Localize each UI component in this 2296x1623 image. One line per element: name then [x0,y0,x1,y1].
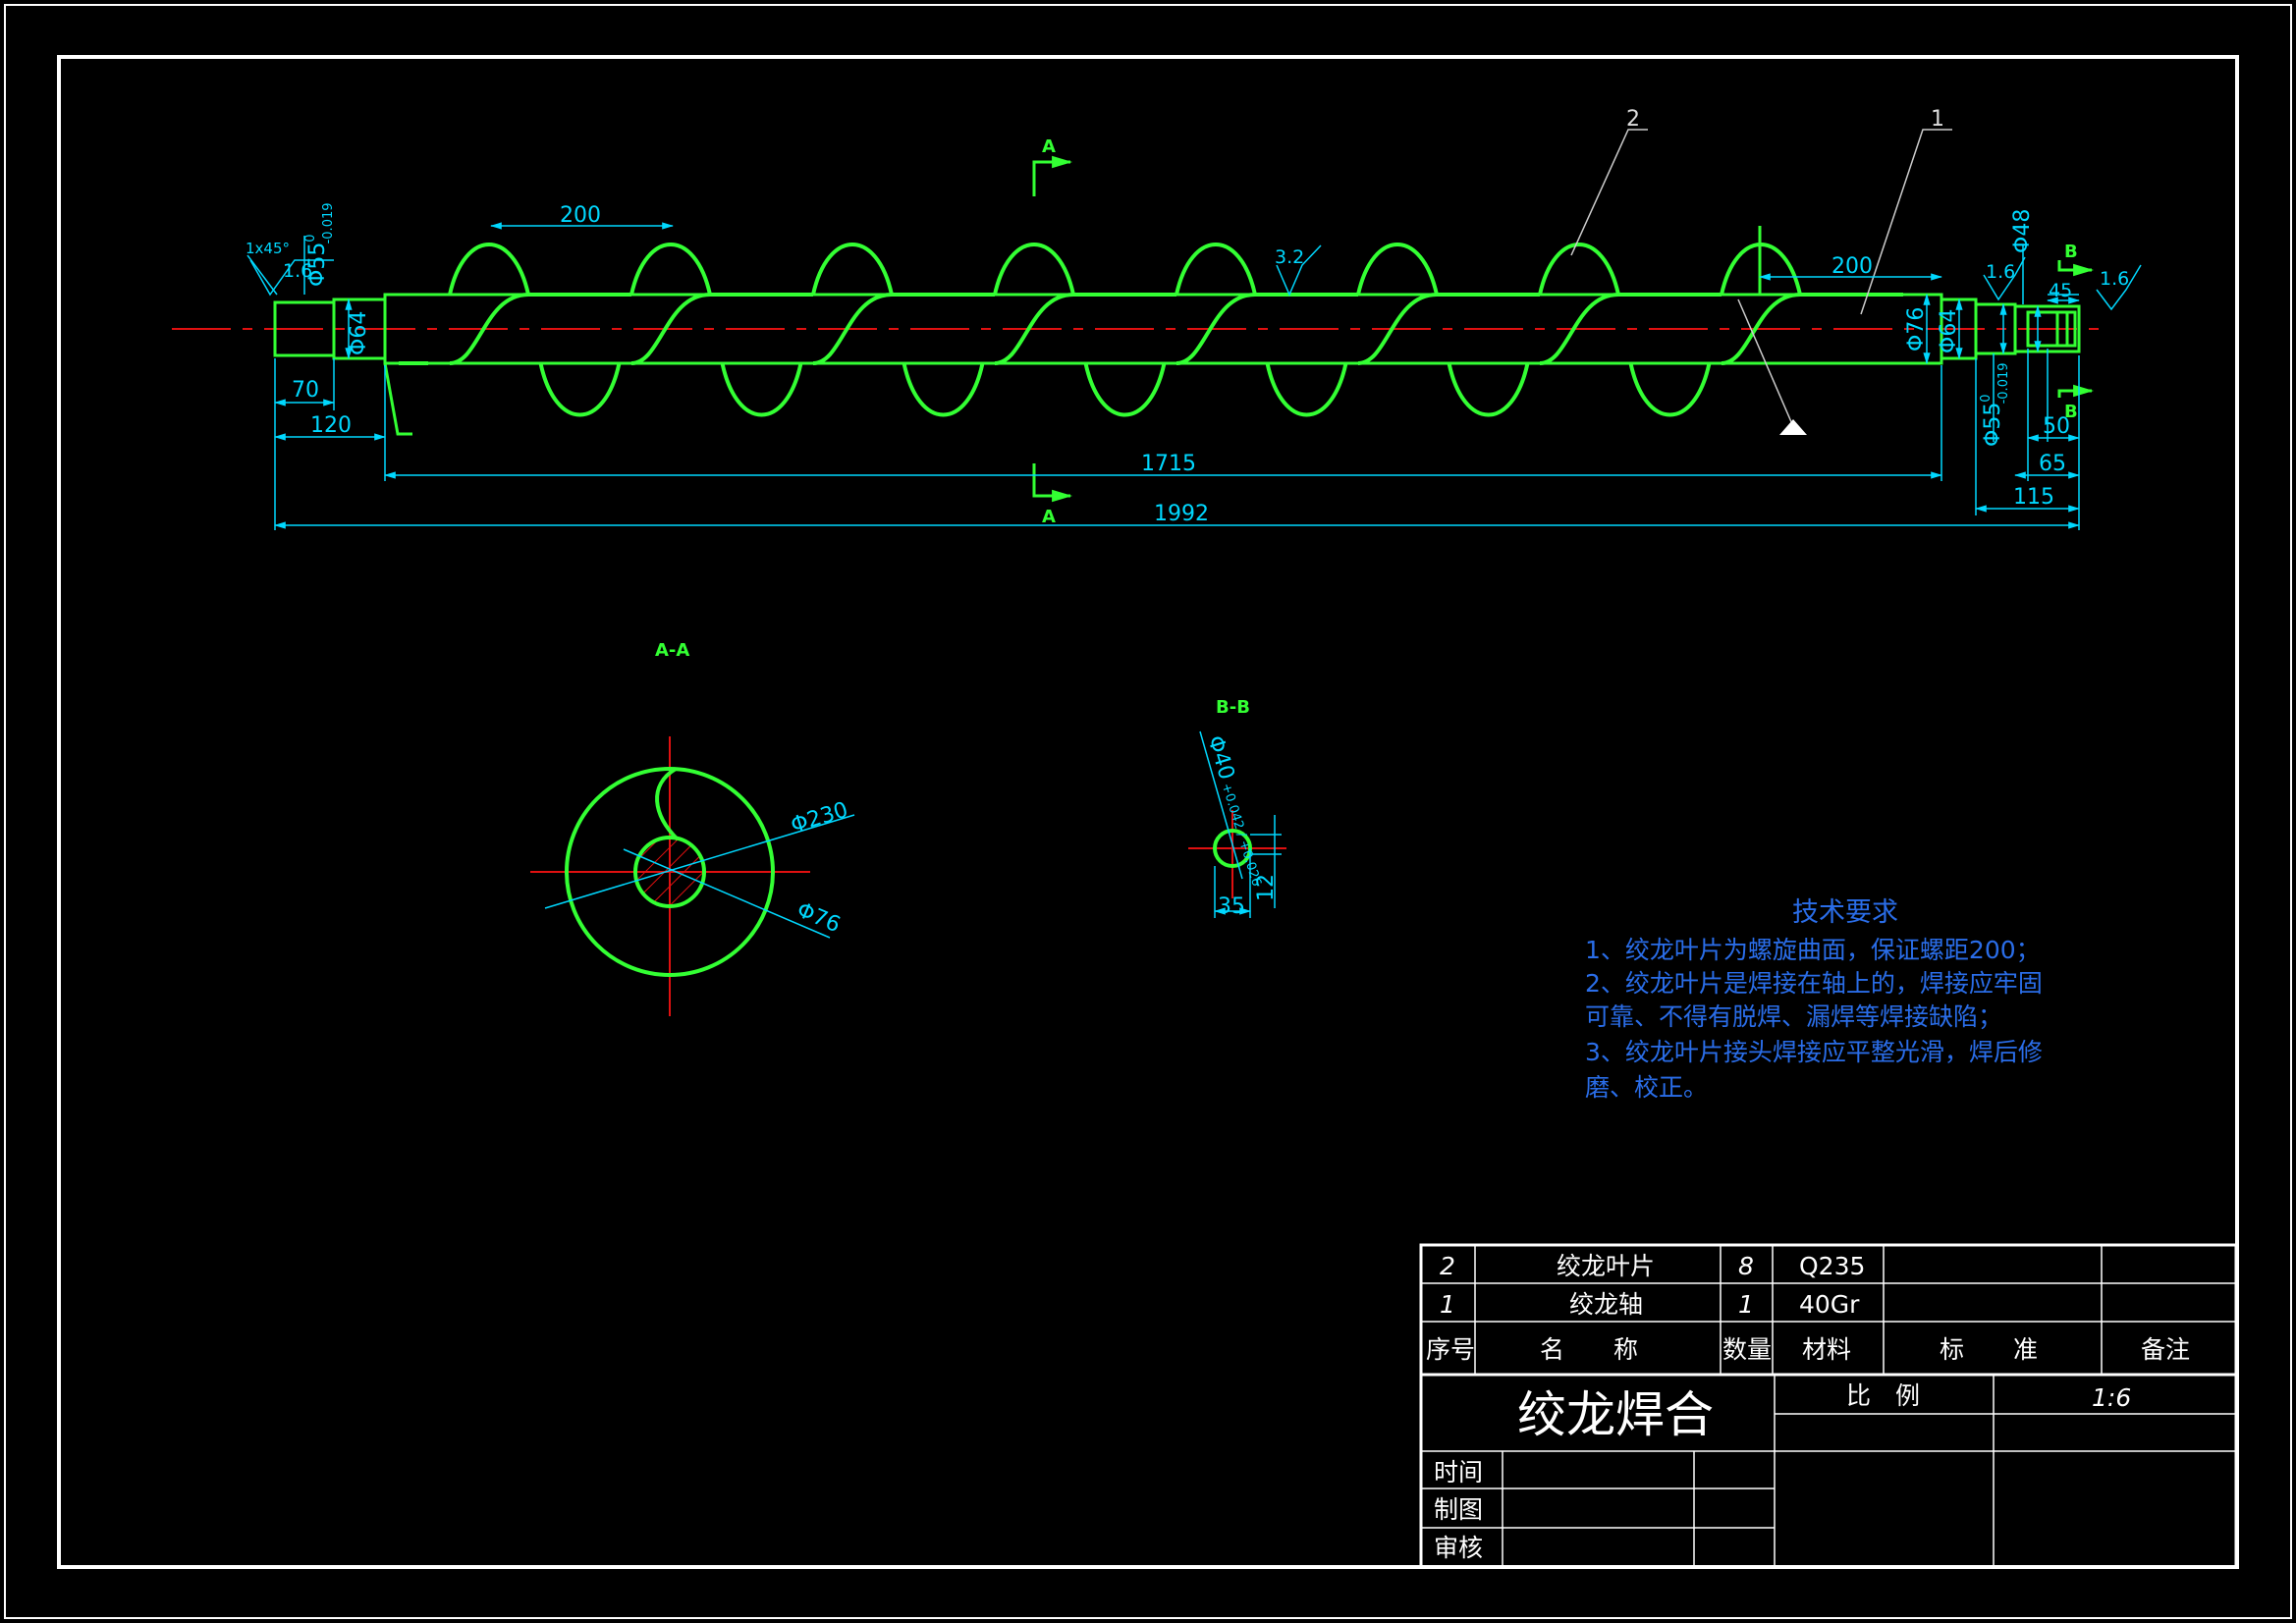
role-reviewer: 审核 [1434,1534,1483,1562]
section-a-bottom-label: A [1042,507,1056,527]
section-a-top-label: A [1042,136,1056,157]
bom-row-1-no: 2 [1440,1252,1455,1280]
dim-rough-right1: 1.6 [1986,261,2015,283]
scale-label: 比 例 [1846,1381,1920,1410]
dim-dia55-right: Φ550-0.019 [1979,362,2011,447]
balloon-2: 2 [1626,107,1640,132]
flight-outline [565,767,775,977]
tech-note-line-1: 1、绞龙叶片为螺旋曲面，保证螺距200； [1585,936,2041,964]
scale-value: 1:6 [2092,1383,2131,1412]
balloon-1: 1 [1931,107,1944,132]
bom-row-2-no: 1 [1440,1290,1455,1319]
bom-row-2-name: 绞龙轴 [1569,1290,1643,1319]
dim-dia55-left: Φ550-0.019 [303,202,336,287]
bom-row-2-qty: 1 [1738,1290,1754,1319]
dim-rough-right2: 1.6 [2100,268,2129,290]
bom-row-1-name: 绞龙叶片 [1557,1252,1655,1280]
bom-row-1-qty: 8 [1738,1252,1754,1280]
dim-115: 115 [2013,485,2054,510]
aa-outer-dia: Φ230 [788,797,850,838]
tech-notes-title: 技术要求 [1792,897,1898,928]
title-block: 2 绞龙叶片 8 Q235 1 绞龙轴 1 40Gr 序号 名 称 数量 材料 … [1419,1243,2238,1569]
bom-row-2-material: 40Gr [1799,1290,1860,1319]
bom-row-1-material: Q235 [1799,1252,1865,1280]
bom-header-qty: 数量 [1722,1335,1772,1364]
bb-offset: 35 [1218,894,1245,919]
tech-note-line-2: 2、绞龙叶片是焊接在轴上的，焊接应牢固 [1585,969,2043,998]
section-aa-view: A-A Φ230 Φ76 [530,640,855,1016]
dim-dia64-right: Φ64 [1937,309,1961,353]
drawing-title: 绞龙焊合 [1517,1386,1714,1443]
section-aa-title: A-A [655,640,689,661]
role-drafter: 制图 [1434,1495,1483,1524]
dim-120: 120 [310,413,352,438]
inner-frame [57,55,2239,1569]
section-bb-title: B-B [1216,697,1250,718]
dim-dia76: Φ76 [1904,307,1929,352]
bom-header-remark: 备注 [2141,1335,2190,1364]
dim-dia48: Φ48 [2010,209,2035,253]
bom-header-name: 名 称 [1540,1335,1638,1364]
tech-note-line-4: 3、绞龙叶片接头焊接应平整光滑，焊后修 [1585,1038,2043,1066]
flight-ends [383,226,1762,436]
bom-header-no: 序号 [1426,1335,1475,1364]
dim-dia64-left: Φ64 [347,311,371,355]
tech-note-line-5: 磨、校正。 [1585,1073,1708,1102]
main-view: A A B B 2 1 [172,107,2142,530]
section-b-bottom-label: B [2064,402,2078,422]
dim-rough-mid: 3.2 [1275,246,1304,268]
shaft-section [633,836,706,908]
section-cut-b [2057,260,2095,398]
dim-1992: 1992 [1154,502,1209,526]
bom-header-standard: 标 准 [1940,1335,2038,1364]
dim-45: 45 [2049,280,2072,301]
dimension-lines [246,222,2142,530]
bb-depth: 12 [1254,874,1279,901]
dim-200-right: 200 [1831,254,1873,279]
dim-pitch: 200 [560,203,601,228]
technical-requirements: 技术要求 1、绞龙叶片为螺旋曲面，保证螺距200； 2、绞龙叶片是焊接在轴上的，… [1585,897,2043,1102]
aa-shaft-dia: Φ76 [793,898,844,939]
section-b-top-label: B [2064,242,2078,262]
dim-70: 70 [292,378,319,403]
weld-symbol [1779,419,1807,435]
bom-header-material: 材料 [1802,1335,1851,1364]
dim-1715: 1715 [1141,452,1196,476]
balloon-leaders [1570,129,1952,425]
tech-note-line-3: 可靠、不得有脱焊、漏焊等焊接缺陷； [1585,1002,2002,1031]
dim-rough-left: 1.6 [283,260,312,282]
dim-chamfer: 1x45° [246,240,290,257]
dim-50: 50 [2043,414,2070,439]
role-time: 时间 [1434,1458,1483,1487]
section-bb-view: B-B Φ40+0.042 / +0.026 12 35 [1188,697,1286,919]
outer-frame [4,4,2292,1619]
dim-65: 65 [2039,452,2066,476]
